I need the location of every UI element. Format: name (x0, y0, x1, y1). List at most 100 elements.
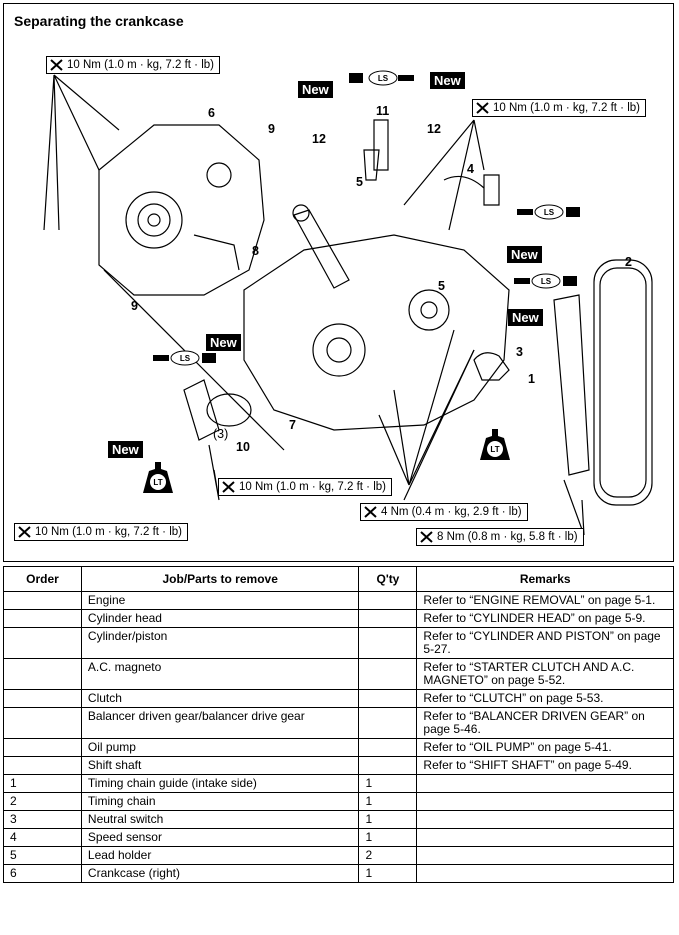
new-badge: New (298, 81, 333, 98)
header-remarks: Remarks (416, 566, 674, 592)
cell-qty (358, 658, 418, 690)
callout-3: 3 (516, 345, 523, 359)
cell-order: 1 (3, 774, 82, 793)
cell-qty (358, 689, 418, 708)
lt-label: LT (153, 478, 162, 487)
cell-order: 3 (3, 810, 82, 829)
grease-ls-icon: LS (517, 204, 580, 220)
timing-chain (593, 259, 653, 506)
cell-qty (358, 707, 418, 739)
cell-qty: 1 (358, 828, 418, 847)
torque-wrench-icon (222, 481, 235, 493)
cell-remarks: Refer to “BALANCER DRIVEN GEAR” on page … (416, 707, 674, 739)
table-header-row: Order Job/Parts to remove Q'ty Remarks (3, 566, 674, 592)
cell-order (3, 658, 82, 690)
torque-label: 8 Nm (0.8 m · kg, 5.8 ft · lb) (416, 528, 584, 546)
cell-qty: 2 (358, 846, 418, 865)
torque-label: 10 Nm (1.0 m · kg, 7.2 ft · lb) (46, 56, 220, 74)
cell-qty: 1 (358, 774, 418, 793)
cell-remarks (416, 846, 674, 865)
cell-qty (358, 738, 418, 757)
new-badge: New (206, 334, 241, 351)
locktite-lt-icon: LT (143, 462, 173, 493)
cell-part: A.C. magneto (80, 658, 360, 690)
cell-remarks: Refer to “SHIFT SHAFT” on page 5-49. (416, 756, 674, 775)
callout-5: 5 (356, 175, 363, 189)
callout-11: 11 (376, 104, 390, 118)
cell-order (3, 707, 82, 739)
cell-part: Cylinder/piston (80, 627, 360, 659)
table-row: Shift shaft Refer to “SHIFT SHAFT” on pag… (3, 756, 674, 775)
cell-part: Oil pump (80, 738, 360, 757)
cell-qty (358, 627, 418, 659)
callout-12: 12 (427, 122, 441, 136)
diagram-frame: Separating the crankcase (3, 3, 674, 562)
callout-8: 8 (252, 244, 259, 258)
cell-remarks (416, 774, 674, 793)
connecting-rod (293, 209, 350, 289)
speed-sensor (483, 174, 500, 206)
callout-1: 1 (528, 372, 535, 386)
header-order: Order (3, 566, 82, 592)
cell-remarks (416, 828, 674, 847)
torque-wrench-icon (50, 59, 63, 71)
torque-label: 10 Nm (1.0 m · kg, 7.2 ft · lb) (472, 99, 646, 117)
grease-ls-icon: LS (349, 70, 414, 86)
cell-order (3, 756, 82, 775)
header-part: Job/Parts to remove (80, 566, 360, 592)
callout-4: 4 (467, 162, 474, 176)
cell-part: Cylinder head (80, 609, 360, 628)
grease-ls-icon: LS (153, 350, 216, 366)
cell-order (3, 627, 82, 659)
torque-wrench-icon (420, 531, 433, 543)
cell-part: Engine (80, 591, 360, 610)
torque-wrench-icon (18, 526, 31, 538)
cell-remarks (416, 810, 674, 829)
ls-label: LS (544, 208, 555, 217)
parts-table: Order Job/Parts to remove Q'ty Remarks E… (3, 566, 674, 883)
cell-order (3, 738, 82, 757)
cell-part: Neutral switch (80, 810, 360, 829)
callout-7: 7 (289, 418, 296, 432)
cell-order: 2 (3, 792, 82, 811)
cell-qty: 1 (358, 810, 418, 829)
cell-part: Shift shaft (80, 756, 360, 775)
cell-order: 4 (3, 828, 82, 847)
crankcase-bearing (125, 191, 183, 249)
ls-label: LS (180, 354, 191, 363)
torque-label: 4 Nm (0.4 m · kg, 2.9 ft · lb) (360, 503, 528, 521)
callout-5: 5 (438, 279, 445, 293)
crankcase-right-outline (98, 124, 265, 296)
cell-remarks (416, 864, 674, 883)
cell-remarks: Refer to “ENGINE REMOVAL” on page 5-1. (416, 591, 674, 610)
cell-qty (358, 591, 418, 610)
exploded-view-diagram (43, 74, 653, 536)
cell-qty (358, 756, 418, 775)
callout-10: 10 (236, 440, 250, 454)
cell-order: 6 (3, 864, 82, 883)
lt-label: LT (490, 445, 499, 454)
cell-qty: 1 (358, 792, 418, 811)
torque-label: 10 Nm (1.0 m · kg, 7.2 ft · lb) (14, 523, 188, 541)
cell-part: Balancer driven gear/balancer drive gear (80, 707, 360, 739)
torque-label: 10 Nm (1.0 m · kg, 7.2 ft · lb) (218, 478, 392, 496)
torque-wrench-icon (364, 506, 377, 518)
callout-3-paren: (3) (213, 427, 229, 441)
cell-qty (358, 609, 418, 628)
timing-chain-guide (553, 294, 590, 476)
cell-order (3, 609, 82, 628)
new-badge: New (430, 72, 465, 89)
callout-2: 2 (625, 255, 632, 269)
cell-remarks: Refer to “CLUTCH” on page 5-53. (416, 689, 674, 708)
new-badge: New (108, 441, 143, 458)
ls-label: LS (378, 74, 389, 83)
cell-part: Clutch (80, 689, 360, 708)
ls-label: LS (541, 277, 552, 286)
